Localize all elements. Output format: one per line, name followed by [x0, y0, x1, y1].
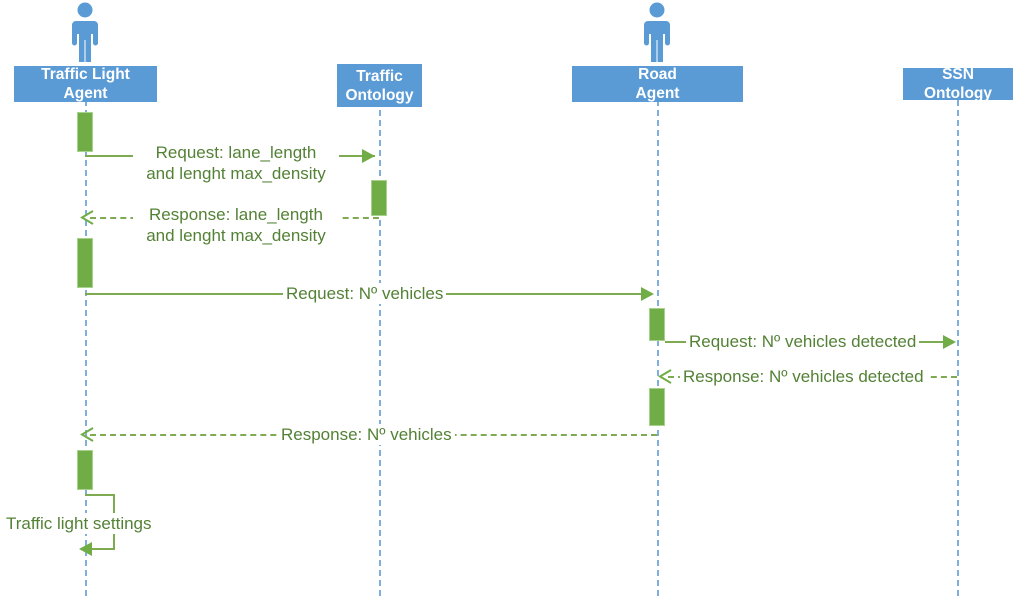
participant-label-line1: Traffic [356, 67, 403, 85]
participant-label-line2: Ontology [923, 85, 993, 102]
arrowhead-request-vehicles [641, 287, 654, 301]
actor-person-icon-traffic-light-agent [65, 2, 105, 64]
message-label-line2: and lenght max_density [146, 226, 326, 245]
participant-header-road-agent[interactable]: Road Agent [572, 66, 743, 102]
message-label-request-vehicles: Request: Nº vehicles [283, 283, 447, 304]
lifeline-ssn-ontology [957, 100, 959, 596]
participant-label-line1: Traffic Light [41, 66, 130, 83]
participant-header-traffic-ontology[interactable]: Traffic Ontology [337, 64, 422, 107]
activation-bar-road-agent-2 [649, 388, 665, 426]
actor-person-icon-road-agent [637, 2, 677, 64]
participant-header-ssn-ontology[interactable]: SSN Ontology [903, 66, 1013, 102]
participant-label-line2: Agent [63, 85, 108, 102]
message-label-request-lane-length: Request: lane_length and lenght max_dens… [133, 142, 339, 184]
arrowhead-traffic-light-settings [79, 542, 92, 556]
participant-header-traffic-light-agent[interactable]: Traffic Light Agent [14, 66, 157, 102]
message-label-traffic-light-settings: Traffic light settings [3, 513, 155, 534]
lifeline-traffic-light-agent [85, 100, 87, 596]
arrowhead-response-vehicles [80, 427, 94, 443]
participant-label-line1: Road [638, 66, 677, 83]
participant-label-line2: Ontology [345, 86, 414, 104]
activation-bar-tla-2 [77, 238, 93, 288]
participant-label-line2: Agent [635, 85, 680, 102]
lifeline-road-agent [657, 100, 659, 596]
message-label-response-lane-length: Response: lane_length and lenght max_den… [133, 204, 339, 246]
message-label-line1: Request: Nº vehicles [286, 284, 444, 303]
message-label-response-vehicles-detected: Response: Nº vehicles detected [680, 366, 927, 387]
arrowhead-response-vehicles-detected [658, 369, 672, 385]
message-label-line1: Request: Nº vehicles detected [689, 332, 917, 351]
lifeline-traffic-ontology [379, 100, 381, 596]
message-label-line2: and lenght max_density [146, 164, 326, 183]
message-label-request-vehicles-detected: Request: Nº vehicles detected [686, 331, 920, 352]
message-label-line1: Response: lane_length [149, 205, 323, 224]
activation-bar-traffic-ontology-1 [371, 180, 387, 216]
message-label-response-vehicles: Response: Nº vehicles [278, 424, 455, 445]
arrowhead-request-vehicles-detected [943, 335, 956, 349]
activation-bar-tla-3 [77, 450, 93, 490]
activation-bar-tla-1 [77, 112, 93, 152]
arrowhead-response-lane-length [80, 210, 94, 226]
message-label-line1: Request: lane_length [155, 143, 317, 162]
message-label-line1: Response: Nº vehicles [281, 425, 452, 444]
arrowhead-request-lane-length [362, 149, 375, 163]
message-label-line1: Response: Nº vehicles detected [683, 367, 924, 386]
participant-label-line1: SSN [942, 66, 974, 83]
message-label-line1: Traffic light settings [6, 514, 152, 533]
activation-bar-road-agent-1 [649, 308, 665, 341]
